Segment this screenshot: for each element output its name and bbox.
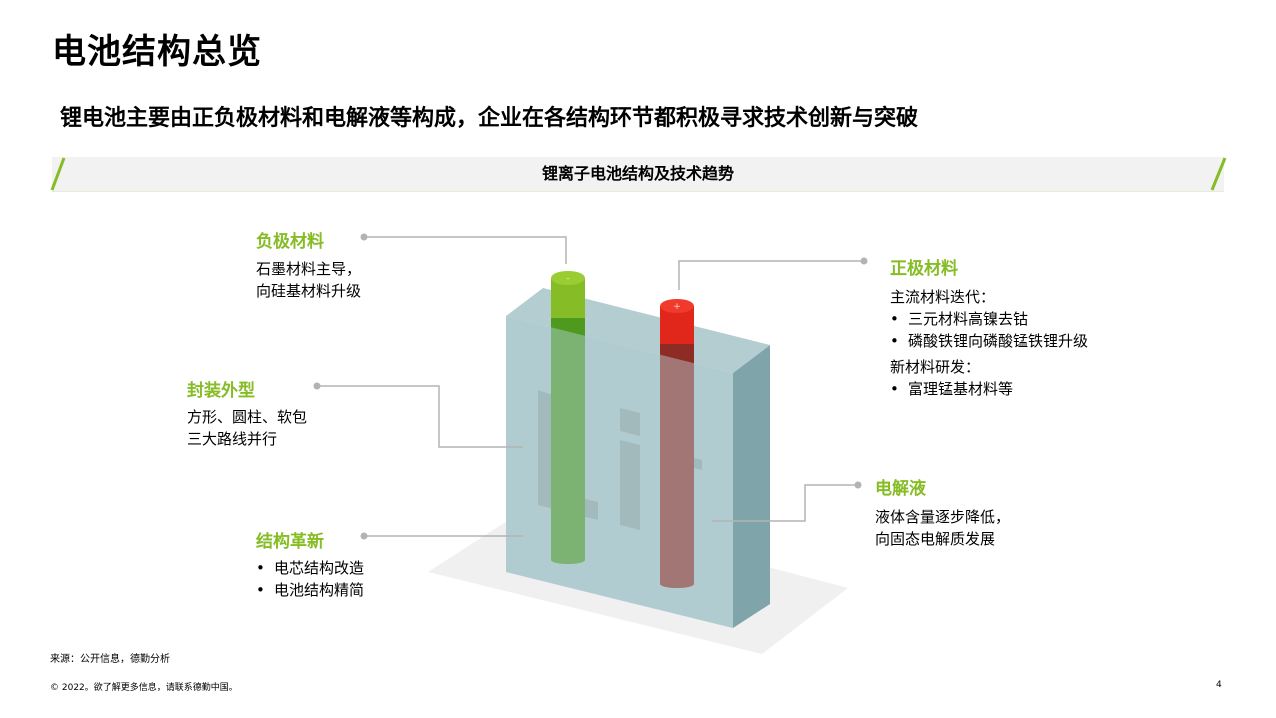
positive-rod-body <box>660 344 694 584</box>
electrolyte-leader <box>712 484 858 522</box>
banner-right-slash <box>1210 157 1227 191</box>
banner-title: 锂离子电池结构及技术趋势 <box>541 164 734 183</box>
box-front <box>506 316 733 628</box>
letter-i-dot <box>620 408 640 436</box>
plus-sign: + <box>673 302 681 312</box>
minus-sign: – <box>566 274 571 284</box>
electrolyte-leader-dot <box>854 481 862 489</box>
structure-title: 结构革新 <box>256 532 324 552</box>
negative-rod-body <box>551 318 585 560</box>
electrolyte-line: 向固态电解质发展 <box>875 530 996 548</box>
electrolyte-title: 电解液 <box>875 479 926 499</box>
electrolyte-line: 液体含量逐步降低， <box>875 508 1011 526</box>
positive-intro: 主流材料迭代： <box>890 288 996 306</box>
negative-leader-dot <box>360 233 368 241</box>
banner-left-slash <box>50 157 66 191</box>
positive-rod-bottom <box>660 580 694 588</box>
page-subtitle: 锂电池主要由正负极材料和电解液等构成，企业在各结构环节都积极寻求技术创新与突破 <box>60 106 919 131</box>
positive-bullet: 三元材料高镍去钴 <box>890 308 1088 330</box>
positive-title: 正极材料 <box>890 259 958 279</box>
negative-rod-cap <box>551 271 585 285</box>
source-note: 来源：公开信息，德勤分析 <box>50 654 170 665</box>
electrolyte-desc: 液体含量逐步降低， 向固态电解质发展 <box>875 506 1010 550</box>
negative-rod-bottom <box>551 556 585 564</box>
negative-line: 石墨材料主导， <box>256 260 362 278</box>
structure-desc: 电芯结构改造 电池结构精简 <box>256 557 364 601</box>
page-number: 4 <box>1216 680 1222 690</box>
packaging-title: 封装外型 <box>187 381 255 401</box>
packaging-leader-dot <box>313 382 321 390</box>
positive-leader <box>678 260 864 290</box>
positive-bullet2: 富理锰基材料等 <box>890 378 1088 400</box>
page-title: 电池结构总览 <box>52 32 262 72</box>
structure-leader-dot <box>360 532 368 540</box>
negative-desc: 石墨材料主导， 向硅基材料升级 <box>256 258 361 302</box>
section-banner: 锂离子电池结构及技术趋势 <box>52 157 1224 192</box>
packaging-leader <box>317 385 523 448</box>
footer-copyright: © 2022。欲了解更多信息，请联系德勤中国。 <box>50 683 238 693</box>
negative-leader <box>364 236 567 264</box>
structure-bullet: 电芯结构改造 <box>256 557 364 579</box>
positive-bullet: 磷酸铁锂向磷酸锰铁锂升级 <box>890 330 1088 352</box>
box-side <box>733 345 770 628</box>
structure-bullet: 电池结构精简 <box>256 579 364 601</box>
positive-intro2: 新材料研发： <box>890 358 981 376</box>
positive-rod-cap <box>660 299 694 313</box>
letter-i <box>620 440 640 530</box>
positive-desc: 主流材料迭代： 三元材料高镍去钴 磷酸铁锂向磷酸锰铁锂升级 新材料研发： 富理锰… <box>890 286 1088 400</box>
negative-line: 向硅基材料升级 <box>256 282 362 300</box>
positive-leader-dot <box>860 257 868 265</box>
negative-title: 负极材料 <box>256 232 324 252</box>
packaging-line: 三大路线并行 <box>187 430 278 448</box>
packaging-desc: 方形、圆柱、软包 三大路线并行 <box>187 406 307 450</box>
packaging-line: 方形、圆柱、软包 <box>187 408 308 426</box>
